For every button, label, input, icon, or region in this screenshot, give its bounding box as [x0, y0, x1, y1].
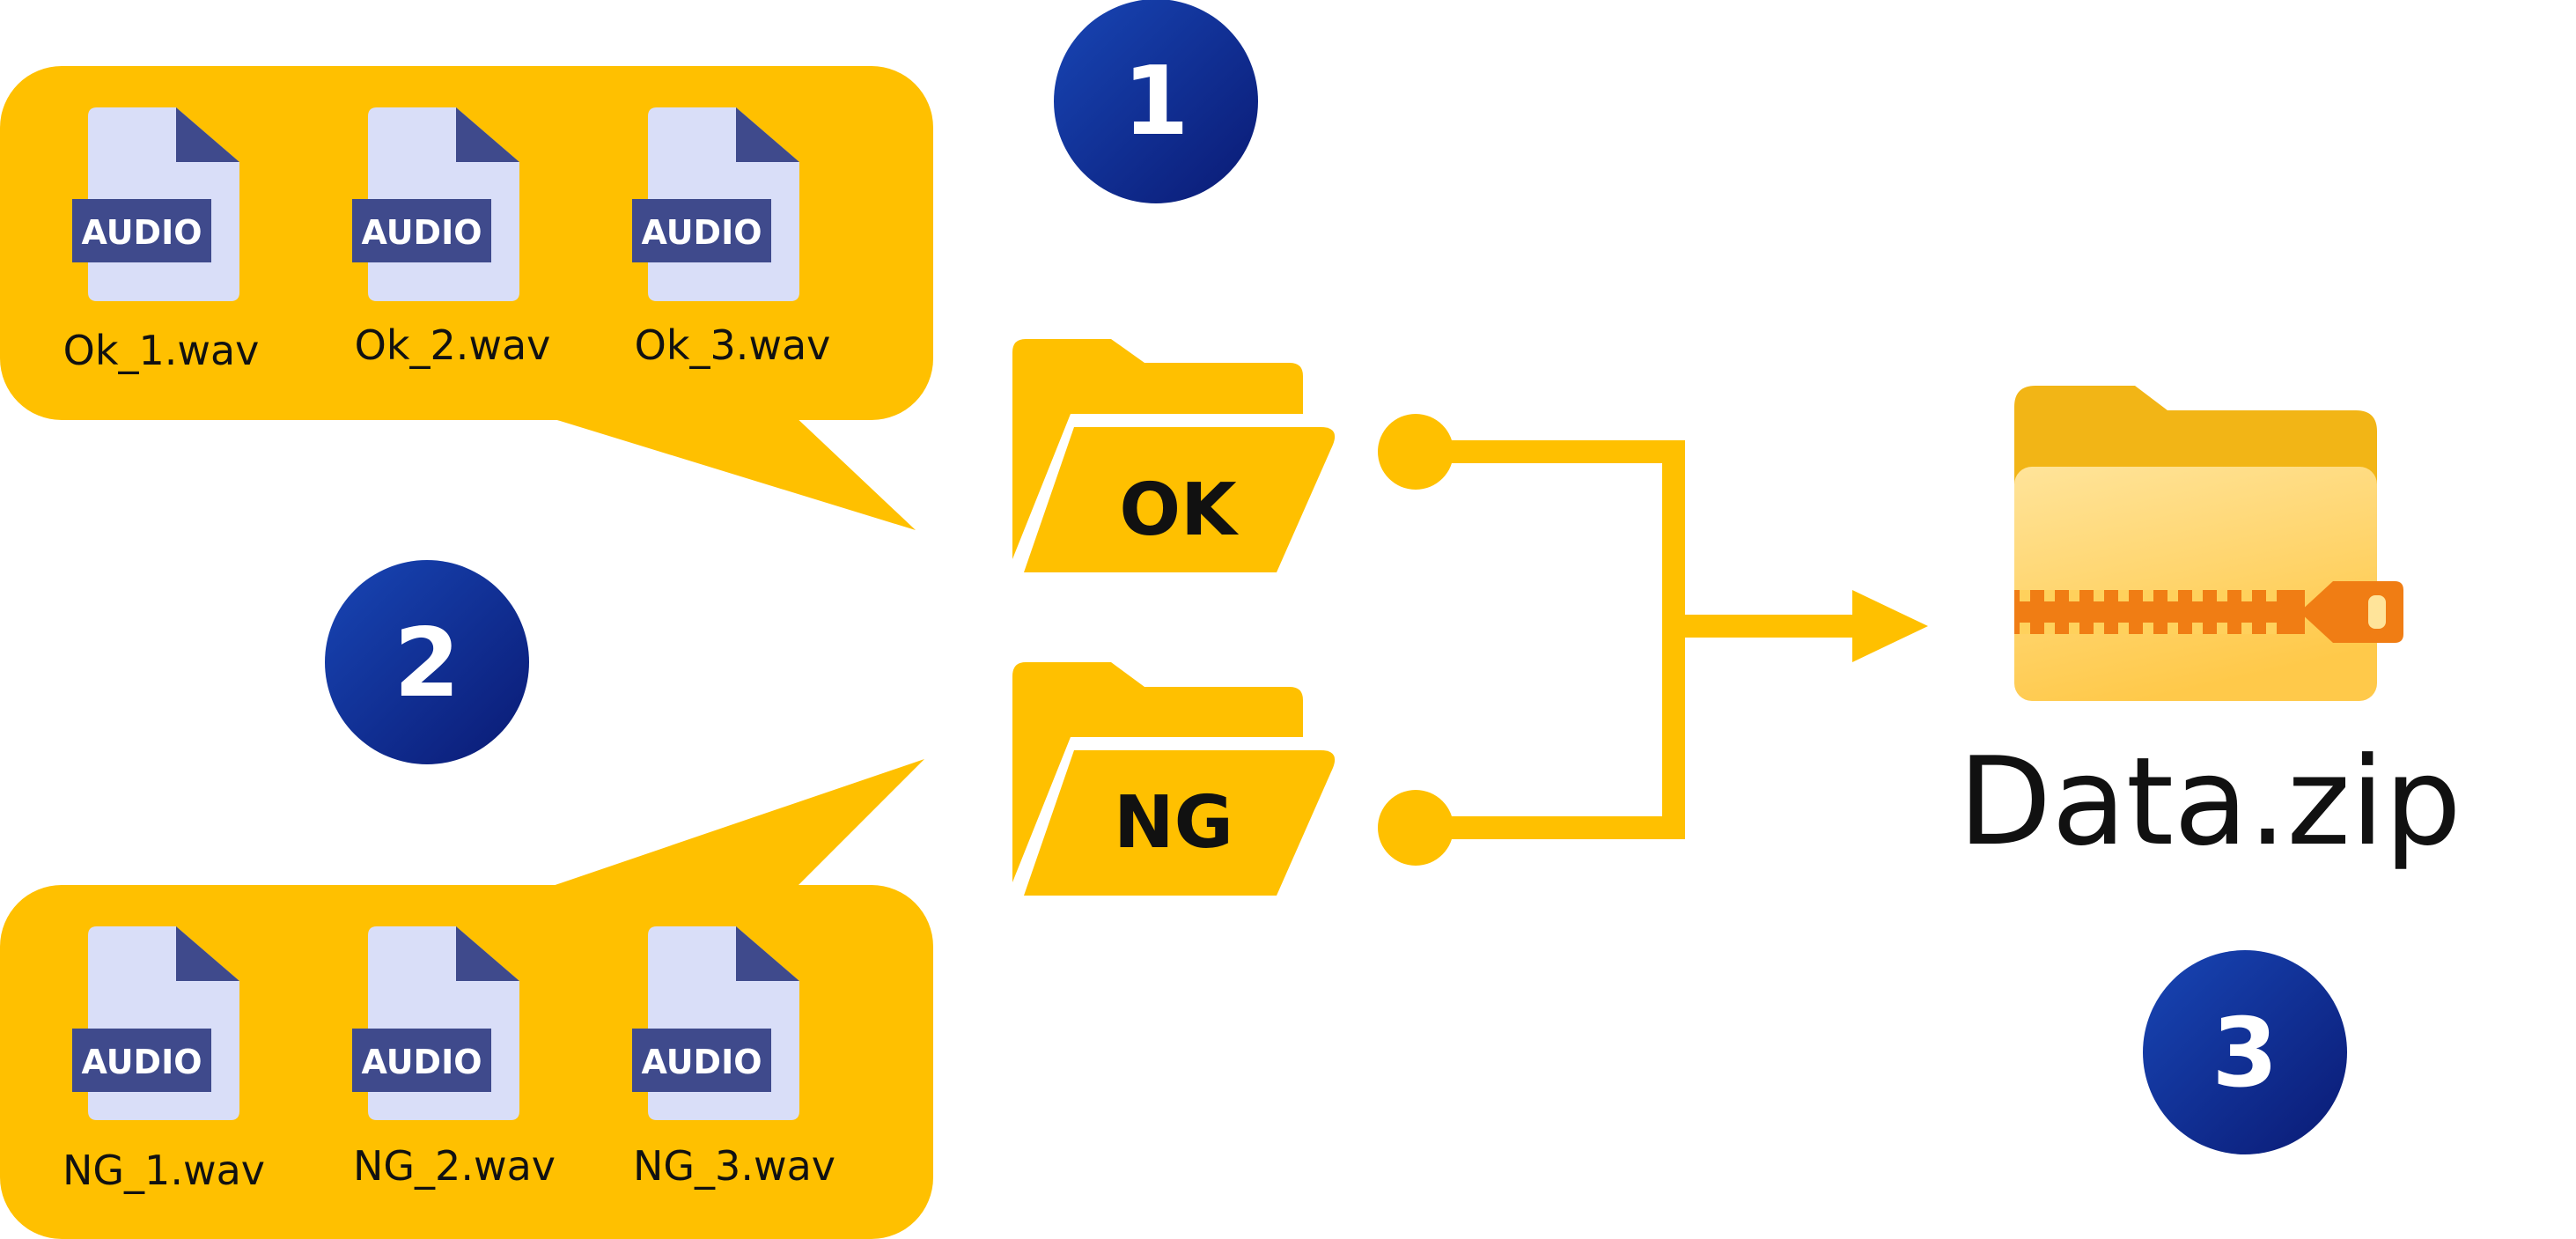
file-fold-corner — [176, 107, 239, 162]
ok-file-3: AUDIO — [632, 107, 799, 301]
ok-file-3-name: Ok_3.wav — [635, 321, 831, 369]
file-fold-corner — [456, 107, 519, 162]
zipper-track — [2014, 590, 2305, 634]
audio-tag-label: AUDIO — [641, 213, 762, 252]
audio-tag — [352, 199, 491, 262]
audio-tag — [632, 199, 771, 262]
arrow-head-icon — [1852, 590, 1928, 662]
ok-file-1: AUDIO — [72, 107, 239, 301]
audio-tag-label: AUDIO — [641, 1043, 762, 1081]
zip-folder-back — [2014, 386, 2377, 493]
ok-files-bubble: AUDIO Ok_1.wav AUDIO Ok_2.wav AUDIO Ok_3… — [0, 66, 933, 530]
ok-file-2: AUDIO — [352, 107, 519, 301]
step-number: 2 — [394, 608, 460, 719]
ng-folder-label: NG — [1114, 781, 1233, 865]
merge-connector — [1378, 414, 1928, 866]
audio-tag-label: AUDIO — [361, 213, 482, 252]
step-number: 3 — [2212, 999, 2278, 1109]
folder-icon — [1012, 662, 1303, 882]
audio-tag-label: AUDIO — [81, 1043, 202, 1081]
zip-folder-front — [2014, 467, 2377, 701]
ng-folder: NG — [1012, 662, 1336, 896]
ng-files-bubble: AUDIO NG_1.wav AUDIO NG_2.wav AUDIO NG_3… — [0, 759, 933, 1239]
audio-tag — [352, 1029, 491, 1092]
ok-folder: OK — [1012, 339, 1336, 572]
file-fold-corner — [736, 926, 799, 981]
audio-tag-label: AUDIO — [361, 1043, 482, 1081]
ng-file-3: AUDIO — [632, 926, 799, 1120]
file-fold-corner — [176, 926, 239, 981]
file-fold-corner — [456, 926, 519, 981]
folder-front — [1024, 750, 1336, 896]
ng-file-2-name: NG_2.wav — [353, 1142, 556, 1190]
audio-tag — [632, 1029, 771, 1092]
folder-front — [1024, 427, 1336, 572]
zip-folder-icon — [2014, 386, 2403, 701]
file-fold-corner — [736, 107, 799, 162]
ok-file-2-name: Ok_2.wav — [355, 321, 551, 369]
step-number: 1 — [1122, 47, 1189, 157]
step-badge-2: 2 — [325, 560, 529, 764]
audio-tag — [72, 199, 211, 262]
audio-tag — [72, 1029, 211, 1092]
audio-tag-label: AUDIO — [81, 213, 202, 252]
zipper-pull-hole — [2368, 595, 2386, 629]
step-badge-1: 1 — [1054, 0, 1258, 203]
ok-file-1-name: Ok_1.wav — [63, 327, 260, 374]
zipper-teeth — [2020, 590, 2277, 634]
archive-name: Data.zip — [1958, 731, 2462, 873]
step-badge-3: 3 — [2143, 950, 2347, 1154]
ng-file-3-name: NG_3.wav — [633, 1142, 835, 1190]
folder-icon — [1012, 339, 1303, 559]
ng-file-2: AUDIO — [352, 926, 519, 1120]
ng-file-1: AUDIO — [72, 926, 239, 1120]
ok-folder-label: OK — [1119, 468, 1240, 552]
ng-file-1-name: NG_1.wav — [63, 1147, 265, 1194]
